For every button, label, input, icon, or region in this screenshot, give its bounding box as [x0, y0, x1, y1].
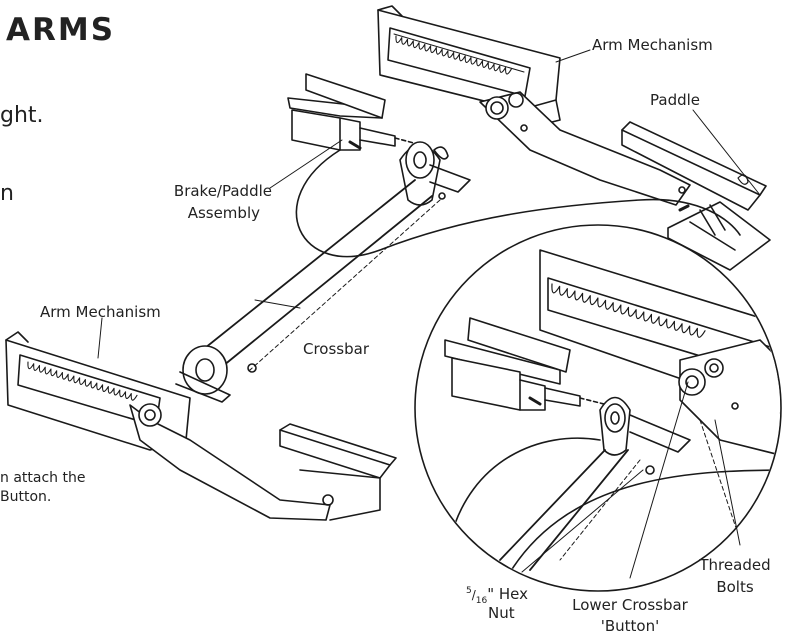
paddle-part — [621, 121, 771, 271]
leader-lines — [97, 49, 761, 579]
section-heading: ARMS — [6, 12, 116, 48]
hex-nut-suffix: " Hex — [487, 585, 529, 603]
instruction-text-line-2: Button. — [0, 489, 52, 505]
label-threaded-bolts-line-1: Threaded — [699, 556, 771, 574]
label-arm-mechanism-top: Arm Mechanism — [592, 36, 713, 54]
instruction-text-line-1: n attach the — [0, 470, 86, 486]
crossbar-part — [175, 179, 441, 403]
detail-magnifier — [414, 224, 782, 592]
label-paddle: Paddle — [650, 91, 701, 109]
arm-mechanism-top-part — [377, 5, 691, 206]
label-lower-crossbar-line-1: Lower Crossbar — [572, 596, 688, 614]
label-hex-nut-line-2: Nut — [488, 604, 515, 622]
label-threaded-bolts-line-2: Bolts — [716, 578, 754, 596]
body-text-fragment-1: ght. — [0, 103, 44, 128]
arm-mechanism-left-part — [5, 331, 397, 521]
label-brake-paddle-line-1: Brake/Paddle — [173, 182, 272, 200]
label-arm-mechanism-left: Arm Mechanism — [40, 303, 161, 321]
hex-nut-fraction-denominator: 16 — [475, 596, 488, 606]
label-crossbar: Crossbar — [303, 340, 369, 358]
label-brake-paddle-line-2: Assembly — [187, 204, 260, 222]
guide-curve — [295, 149, 741, 258]
label-hex-nut-line-1: 5/16" Hex — [466, 585, 529, 606]
label-lower-crossbar-line-2: 'Button' — [600, 617, 660, 635]
brake-paddle-assembly-part — [287, 73, 471, 206]
hex-nut-fraction-numerator: 5 — [466, 586, 472, 596]
body-text-fragment-2: n — [0, 181, 14, 206]
